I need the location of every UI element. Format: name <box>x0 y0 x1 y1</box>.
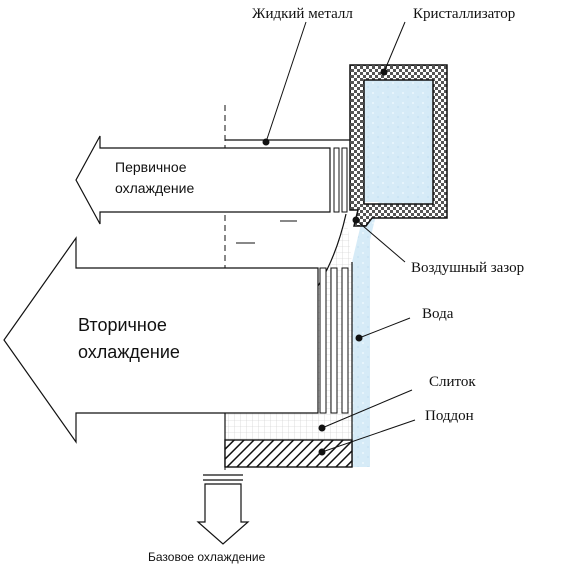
label-bottom-block: Поддон <box>425 408 474 424</box>
label-base-cooling: Базовое охлаждение <box>148 550 266 564</box>
primary-arrow-bar-1 <box>333 147 340 213</box>
water-mold-fill <box>364 80 436 202</box>
label-primary-cooling-line1: Первичное <box>115 159 187 175</box>
label-primary-cooling-line2: охлаждение <box>115 180 194 196</box>
secondary-arrow-bar-2 <box>330 267 338 414</box>
secondary-arrow-bar-1 <box>319 267 327 414</box>
primary-cooling-arrow <box>75 135 331 225</box>
label-secondary-cooling-line1: Вторичное <box>78 315 167 335</box>
label-ingot: Слиток <box>429 374 476 390</box>
water-area <box>352 82 436 467</box>
leader-dots <box>262 68 388 456</box>
secondary-cooling-arrow <box>3 236 319 444</box>
bottom-block <box>224 439 353 468</box>
mold-wall <box>349 64 448 227</box>
primary-arrow-bar-2 <box>341 147 348 213</box>
label-secondary-cooling-line2: охлаждение <box>78 342 180 362</box>
label-air-gap: Воздушный зазор <box>411 260 524 276</box>
leaders <box>265 21 416 453</box>
label-mold: Кристаллизатор <box>413 6 515 22</box>
label-water: Вода <box>422 306 454 322</box>
secondary-arrow-bar-3 <box>341 267 349 414</box>
base-cooling-arrow <box>196 474 250 545</box>
label-liquid-metal: Жидкий металл <box>252 6 353 22</box>
